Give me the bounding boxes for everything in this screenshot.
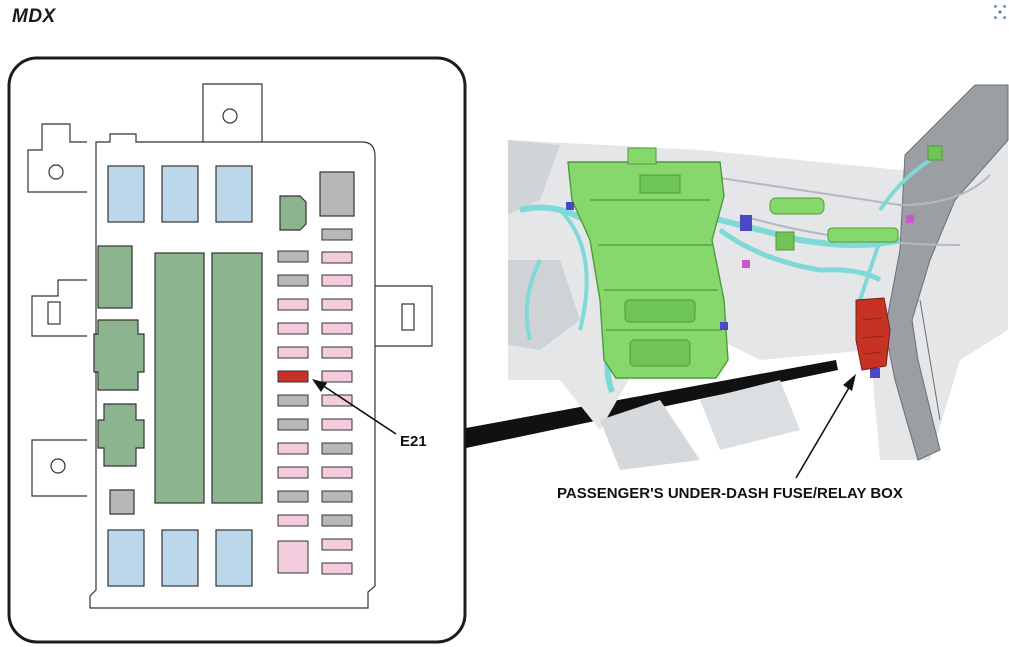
e21-leader-arrow — [312, 379, 397, 435]
blue-fuses-bottom — [107, 529, 253, 587]
expand-icon[interactable] — [993, 4, 1007, 20]
gray-relays — [109, 171, 355, 515]
page-title: MDX — [12, 6, 56, 27]
mini-fuses-left — [277, 250, 309, 574]
green-relays — [93, 195, 307, 504]
dashboard-illustration — [508, 84, 1009, 470]
blue-fuses-top — [107, 165, 253, 223]
fuse-relay-box-label: PASSENGER'S UNDER-DASH FUSE/RELAY BOX — [557, 485, 903, 502]
e21-label: E21 — [400, 433, 427, 450]
fuse-e21 — [277, 370, 309, 383]
box-leader-arrow — [795, 374, 856, 479]
mount-holes — [47, 108, 415, 474]
